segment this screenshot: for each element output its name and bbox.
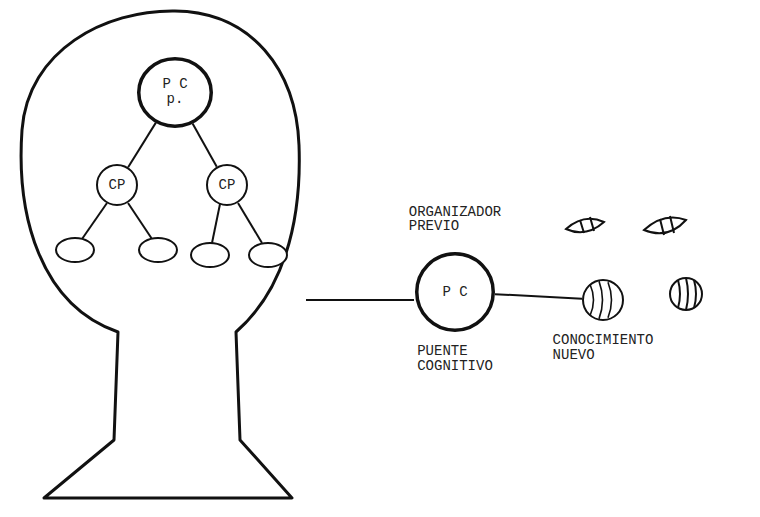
leaf-ellipse bbox=[56, 238, 94, 262]
concept-node: CP bbox=[206, 164, 248, 206]
stripes bbox=[660, 216, 674, 235]
concept-node: ORGANIZADOR PREVIO P C PUENTE COGNITIVO bbox=[409, 205, 501, 374]
node-label: CP bbox=[109, 178, 126, 193]
node-shape: P Cp. bbox=[137, 57, 213, 128]
connector-line bbox=[193, 123, 217, 166]
node-outline bbox=[582, 279, 624, 321]
head-outline bbox=[21, 11, 299, 498]
concept-node: CP bbox=[96, 164, 138, 206]
node-body: CP bbox=[96, 164, 138, 206]
node-body: P C bbox=[415, 252, 495, 332]
leaf-concepts bbox=[56, 238, 287, 267]
outline bbox=[97, 165, 137, 205]
node-shape: CP bbox=[96, 164, 138, 206]
connector-line bbox=[495, 294, 582, 299]
node-caption: ORGANIZADOR PREVIO bbox=[409, 205, 501, 234]
node-caption: CONOCIMIENTO NUEVO bbox=[553, 333, 654, 362]
leaf-ellipse bbox=[191, 243, 229, 267]
concept-node: CONOCIMIENTO NUEVO bbox=[553, 279, 654, 362]
head-bridge-line bbox=[306, 299, 414, 301]
node-label: P C bbox=[162, 77, 187, 92]
leaf-ellipse bbox=[249, 243, 287, 267]
node-shape: P C bbox=[415, 252, 495, 332]
outline bbox=[139, 58, 212, 125]
stripe bbox=[608, 282, 612, 317]
node-shape bbox=[582, 279, 624, 321]
stripes bbox=[678, 278, 696, 310]
node-body: P Cp. bbox=[137, 57, 213, 128]
leaf-ellipse bbox=[139, 238, 177, 262]
branch-line bbox=[238, 203, 262, 243]
outline bbox=[417, 254, 494, 331]
concept-node: P Cp. bbox=[137, 57, 213, 128]
branch-line bbox=[128, 203, 152, 239]
outline bbox=[583, 280, 623, 320]
caption-block: CONOCIMIENTO NUEVO bbox=[553, 333, 654, 362]
lens-shape bbox=[644, 218, 686, 234]
striped-circle bbox=[670, 278, 702, 310]
node-label: p. bbox=[167, 92, 184, 107]
hierarchy-lines bbox=[82, 203, 262, 243]
caption-block: ORGANIZADOR PREVIO bbox=[409, 205, 501, 234]
lens-shape bbox=[566, 219, 604, 232]
stripe bbox=[599, 281, 603, 319]
branch-line bbox=[212, 204, 220, 243]
connector-line bbox=[128, 123, 156, 168]
stripe bbox=[590, 284, 594, 315]
node-shape: CP bbox=[206, 164, 248, 206]
node-label: CP bbox=[219, 178, 236, 193]
node-body bbox=[582, 279, 624, 321]
node-body: CP bbox=[206, 164, 248, 206]
caption-block: PUENTE COGNITIVO bbox=[417, 344, 493, 373]
node-caption: PUENTE COGNITIVO bbox=[417, 344, 493, 373]
node-label: P C bbox=[442, 285, 467, 300]
branch-line bbox=[82, 203, 107, 239]
outline bbox=[207, 165, 247, 205]
stripes bbox=[580, 217, 594, 233]
